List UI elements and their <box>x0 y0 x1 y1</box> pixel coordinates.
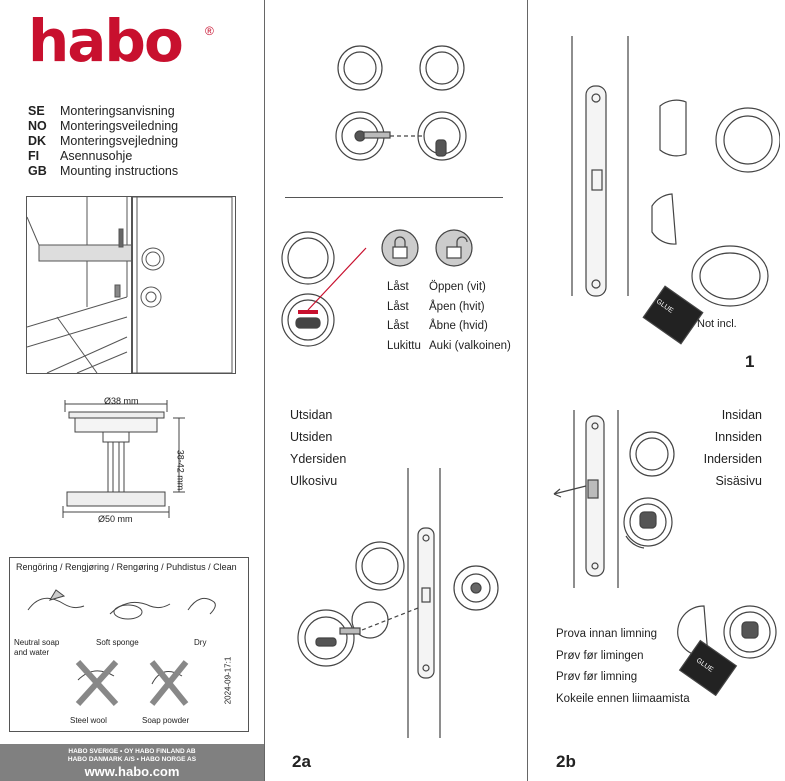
soap-powder-label: Soap powder <box>142 716 190 725</box>
column-divider-1 <box>264 0 265 781</box>
lock-state-row: Låst Öppen (vit) <box>387 278 511 298</box>
locked-text: Låst <box>387 300 409 313</box>
dry-label: Dry <box>194 638 207 647</box>
exploded-handle-drawing <box>335 45 467 161</box>
locked-icon <box>380 228 420 268</box>
language-row: GB Mounting instructions <box>28 164 178 179</box>
habo-logo: habo <box>28 7 184 75</box>
try-se: Prova innan limning <box>556 628 658 640</box>
outside-mounting-drawing <box>297 468 499 738</box>
lang-text: Mounting instructions <box>60 164 179 178</box>
lang-code: DK <box>28 134 47 148</box>
lock-icons <box>381 229 473 267</box>
lang-text: Monteringsanvisning <box>60 104 175 118</box>
inside-no: Innsiden <box>714 430 762 444</box>
registered-mark: ® <box>205 24 214 38</box>
outside-se: Utsidan <box>290 408 333 422</box>
outside-no: Utsiden <box>290 430 333 444</box>
glue-step-drawing <box>571 36 780 345</box>
cleaning-title: Rengöring / Rengjøring / Rengøring / Puh… <box>16 562 237 572</box>
outside-fi: Ulkosivu <box>290 474 338 488</box>
step-1-label: 1 <box>745 352 755 371</box>
inside-se: Insidan <box>721 408 762 422</box>
neutral-soap-label: Neutral soap and water <box>14 638 59 658</box>
language-row: DK Monteringsvejledning <box>28 134 178 149</box>
bathroom-illustration <box>26 196 236 374</box>
language-row: SE Monteringsanvisning <box>28 104 178 119</box>
lock-state-row: Lukittu Auki (valkoinen) <box>387 337 511 357</box>
print-date: 2024-09-17:1 <box>223 656 233 705</box>
language-row: FI Asennusohje <box>28 149 178 164</box>
outside-labels: Utsidan Utsiden Ydersiden Ulkosivu <box>290 404 346 492</box>
dim-bottom-label: Ø50 mm <box>98 514 133 524</box>
lang-code: NO <box>28 119 47 133</box>
lang-text: Monteringsveiledning <box>60 119 179 133</box>
inside-labels: Insidan Innsiden Indersiden Sisäsivu <box>640 404 762 492</box>
lang-code: SE <box>28 104 45 118</box>
unlocked-icon <box>434 228 474 268</box>
and-water-text: and water <box>14 648 50 657</box>
try-fi: Kokeile ennen liimaamista <box>556 692 690 705</box>
locked-text: Låst <box>387 281 409 293</box>
open-text: Åbne (hvid) <box>429 320 488 332</box>
open-text: Åpen (hvit) <box>429 300 485 313</box>
inside-mounting-drawing <box>553 410 675 588</box>
lock-indicator-drawing <box>281 231 367 347</box>
lock-state-row: Låst Åpen (hvit) <box>387 298 511 318</box>
try-no: Prøv før limingen <box>556 649 644 662</box>
bathroom-drawing <box>26 196 233 374</box>
lang-text: Asennusohje <box>60 149 133 163</box>
soft-sponge-label: Soft sponge <box>96 638 139 647</box>
lock-state-row: Låst Åbne (hvid) <box>387 317 511 337</box>
open-text: Auki (valkoinen) <box>429 339 511 352</box>
step-2b-label: 2b <box>556 752 576 771</box>
outside-dk: Ydersiden <box>290 452 347 466</box>
locked-text: Låst <box>387 320 409 332</box>
locked-text: Lukittu <box>387 339 421 352</box>
column-divider-2 <box>527 0 528 781</box>
inside-dk: Indersiden <box>703 452 762 466</box>
try-before-gluing: Prova innan limning Prøv før limingen Pr… <box>556 624 690 710</box>
dim-height-label: 38-42 mm <box>175 449 186 491</box>
dim-top-label: Ø38 mm <box>104 396 139 406</box>
language-row: NO Monteringsveiledning <box>28 119 178 134</box>
footer-url[interactable]: www.habo.com <box>84 764 180 779</box>
lang-code: FI <box>28 149 40 163</box>
cleaning-box: Rengöring / Rengjøring / Rengøring / Puh… <box>9 557 249 732</box>
try-dk: Prøv før limning <box>556 671 638 683</box>
section-divider <box>285 197 503 198</box>
lang-code: GB <box>28 164 47 178</box>
step-2a-label: 2a <box>292 752 311 771</box>
footer-line-2: HABO DANMARK A/S • HABO NORGE AS <box>67 756 197 763</box>
footer-line-1: HABO SVERIGE • OY HABO FINLAND AB <box>68 748 196 755</box>
open-text: Öppen (vit) <box>429 281 486 293</box>
dimension-drawing <box>62 400 185 518</box>
inside-fi: Sisäsivu <box>715 474 762 488</box>
language-list: SE Monteringsanvisning NO Monteringsveiled… <box>28 104 178 179</box>
try-glue-drawing <box>677 605 777 696</box>
lang-text: Monteringsvejledning <box>60 134 179 148</box>
neutral-soap-text: Neutral soap <box>14 638 60 647</box>
not-included-label: Not incl. <box>697 318 737 330</box>
footer: HABO SVERIGE • OY HABO FINLAND AB HABO D… <box>0 744 264 781</box>
cleaning-icons <box>27 589 216 707</box>
steel-wool-label: Steel wool <box>70 716 107 725</box>
